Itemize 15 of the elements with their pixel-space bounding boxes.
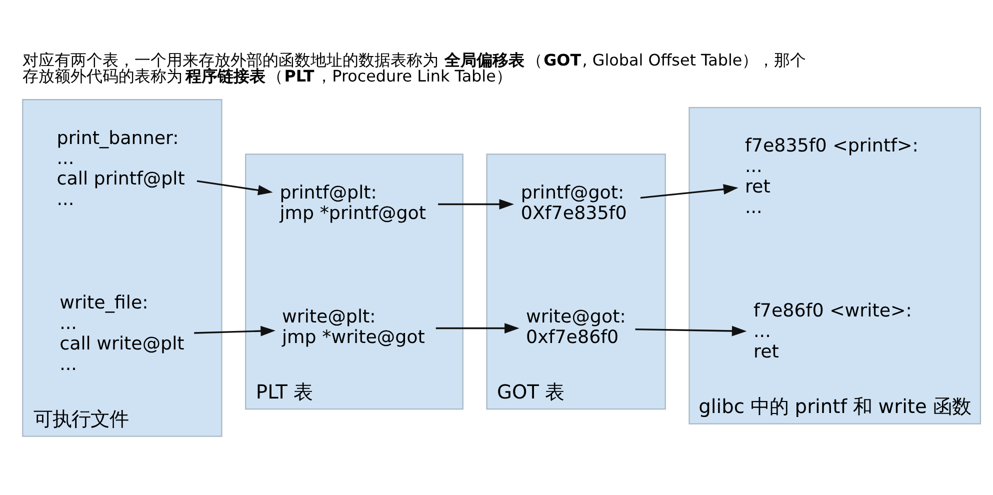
arrow	[194, 326, 275, 336]
node-text: write_file: ... call write@plt ...	[59, 292, 184, 376]
node-text: write@got: 0xf7e86f0	[526, 306, 626, 348]
node-text: f7e835f0 <printf>: ... ret ...	[744, 136, 918, 218]
node-text: f7e86f0 <write>: ... ret	[753, 300, 912, 363]
node-text: write@plt: jmp *write@got	[282, 306, 424, 348]
arrow	[435, 323, 519, 334]
arrow	[634, 326, 746, 336]
arrow	[438, 199, 514, 210]
node-text: print_banner: ... call printf@plt ...	[56, 128, 184, 210]
diagram-title: 对应有两个表，一个用来存放外部的函数地址的数据表称为全局偏移表（GOT, Global Offset Table），那个存放额外代码的表称为程序链接表（PLT，Procedure Link Table）	[22, 50, 806, 86]
arrow	[196, 180, 272, 196]
arrow	[640, 184, 738, 199]
node-text: printf@plt: jmp *printf@got	[279, 182, 426, 224]
node-text: printf@got: 0Xf7e835f0	[520, 182, 626, 224]
